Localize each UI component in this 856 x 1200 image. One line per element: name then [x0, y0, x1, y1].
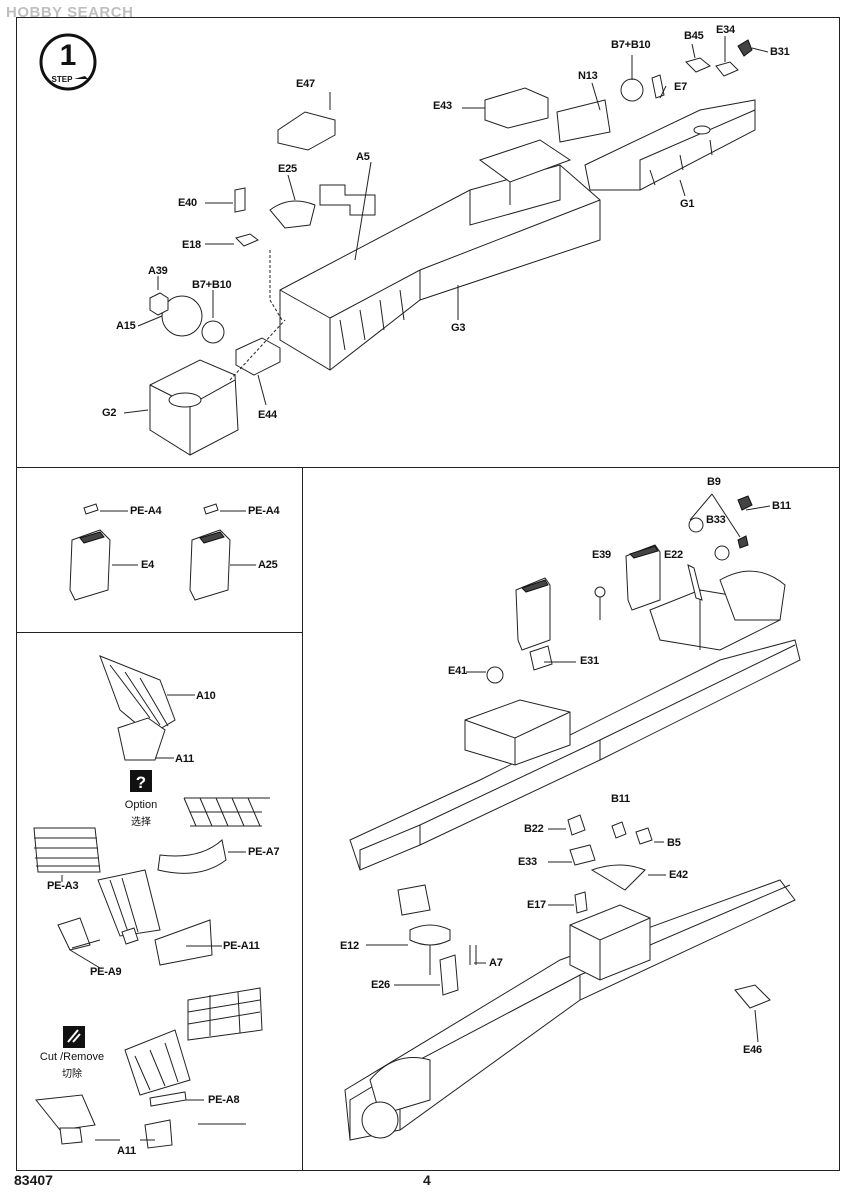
part-label-b7-b10-rear: B7+B10 — [611, 39, 651, 51]
svg-text:?: ? — [136, 773, 146, 792]
radar-drawings: ? — [33, 655, 270, 1149]
page-number: 4 — [423, 1172, 431, 1188]
cut-remove-label: Cut /Remove — [39, 1051, 105, 1063]
part-label-e18: E18 — [182, 239, 201, 251]
cut-remove-label-cn: 切除 — [62, 1069, 82, 1080]
part-label-e12: E12 — [340, 940, 359, 952]
watermark: HOBBY SEARCH — [6, 4, 134, 21]
part-label-b31: B31 — [770, 46, 790, 58]
part-label-pe-a4-left: PE-A4 — [130, 505, 162, 517]
part-label-g3: G3 — [451, 322, 466, 334]
part-label-pe-a4-right: PE-A4 — [248, 505, 280, 517]
step-number: 1 — [60, 39, 77, 72]
part-label-g1: G1 — [680, 198, 695, 210]
part-label-a25: A25 — [258, 559, 278, 571]
part-label-e43: E43 — [433, 100, 452, 112]
part-label-b33: B33 — [706, 514, 726, 526]
part-label-e41: E41 — [448, 665, 467, 677]
part-label-e42: E42 — [669, 869, 688, 881]
part-label-b11-upper: B11 — [772, 500, 791, 512]
part-label-b7-b10-front: B7+B10 — [192, 279, 232, 291]
step-badge: 1 STEP — [38, 32, 98, 92]
part-label-e4: E4 — [141, 559, 155, 571]
part-label-b9: B9 — [707, 476, 721, 488]
part-label-e17: E17 — [527, 899, 546, 911]
part-label-e47: E47 — [296, 78, 315, 90]
part-label-e46: E46 — [743, 1044, 762, 1056]
part-label-pe-a7: PE-A7 — [248, 846, 280, 858]
step-label: STEP — [52, 75, 74, 84]
option-label-cn: 选择 — [131, 817, 151, 828]
part-label-e31: E31 — [580, 655, 599, 667]
right-lower-hull-drawing — [344, 814, 796, 1141]
part-label-a5: A5 — [356, 151, 370, 163]
part-label-a10: A10 — [196, 690, 216, 702]
part-label-pe-a9: PE-A9 — [90, 966, 122, 978]
part-label-b11-lower: B11 — [611, 793, 630, 805]
part-label-e40: E40 — [178, 197, 197, 209]
part-label-e39: E39 — [592, 549, 611, 561]
option-label: Option — [124, 799, 158, 811]
part-label-b5: B5 — [667, 837, 681, 849]
part-label-e34: E34 — [716, 24, 735, 36]
part-label-e44: E44 — [258, 409, 277, 421]
funnel-drawings — [69, 503, 256, 601]
part-label-n13: N13 — [578, 70, 598, 82]
part-label-b22: B22 — [524, 823, 544, 835]
part-label-e26: E26 — [371, 979, 390, 991]
part-label-a39: A39 — [148, 265, 168, 277]
step-circle-icon: 1 STEP — [39, 33, 97, 91]
part-label-pe-a11: PE-A11 — [223, 940, 260, 952]
part-label-a15: A15 — [116, 320, 136, 332]
right-upper-hull-drawing — [349, 493, 801, 871]
part-label-g2: G2 — [102, 407, 117, 419]
part-label-a11-lower: A11 — [117, 1145, 136, 1157]
part-label-a7: A7 — [489, 957, 503, 969]
part-label-b45: B45 — [684, 30, 704, 42]
part-label-e22: E22 — [664, 549, 683, 561]
part-label-e33: E33 — [518, 856, 537, 868]
part-label-pe-a8: PE-A8 — [208, 1094, 240, 1106]
part-label-e25: E25 — [278, 163, 297, 175]
part-label-a11-upper: A11 — [175, 753, 194, 765]
main-deckhouse-drawing — [123, 36, 769, 456]
panel-right-assembly — [302, 467, 840, 1171]
product-code: 83407 — [14, 1172, 53, 1188]
part-label-e7: E7 — [674, 81, 688, 93]
part-label-pe-a3: PE-A3 — [47, 880, 79, 892]
